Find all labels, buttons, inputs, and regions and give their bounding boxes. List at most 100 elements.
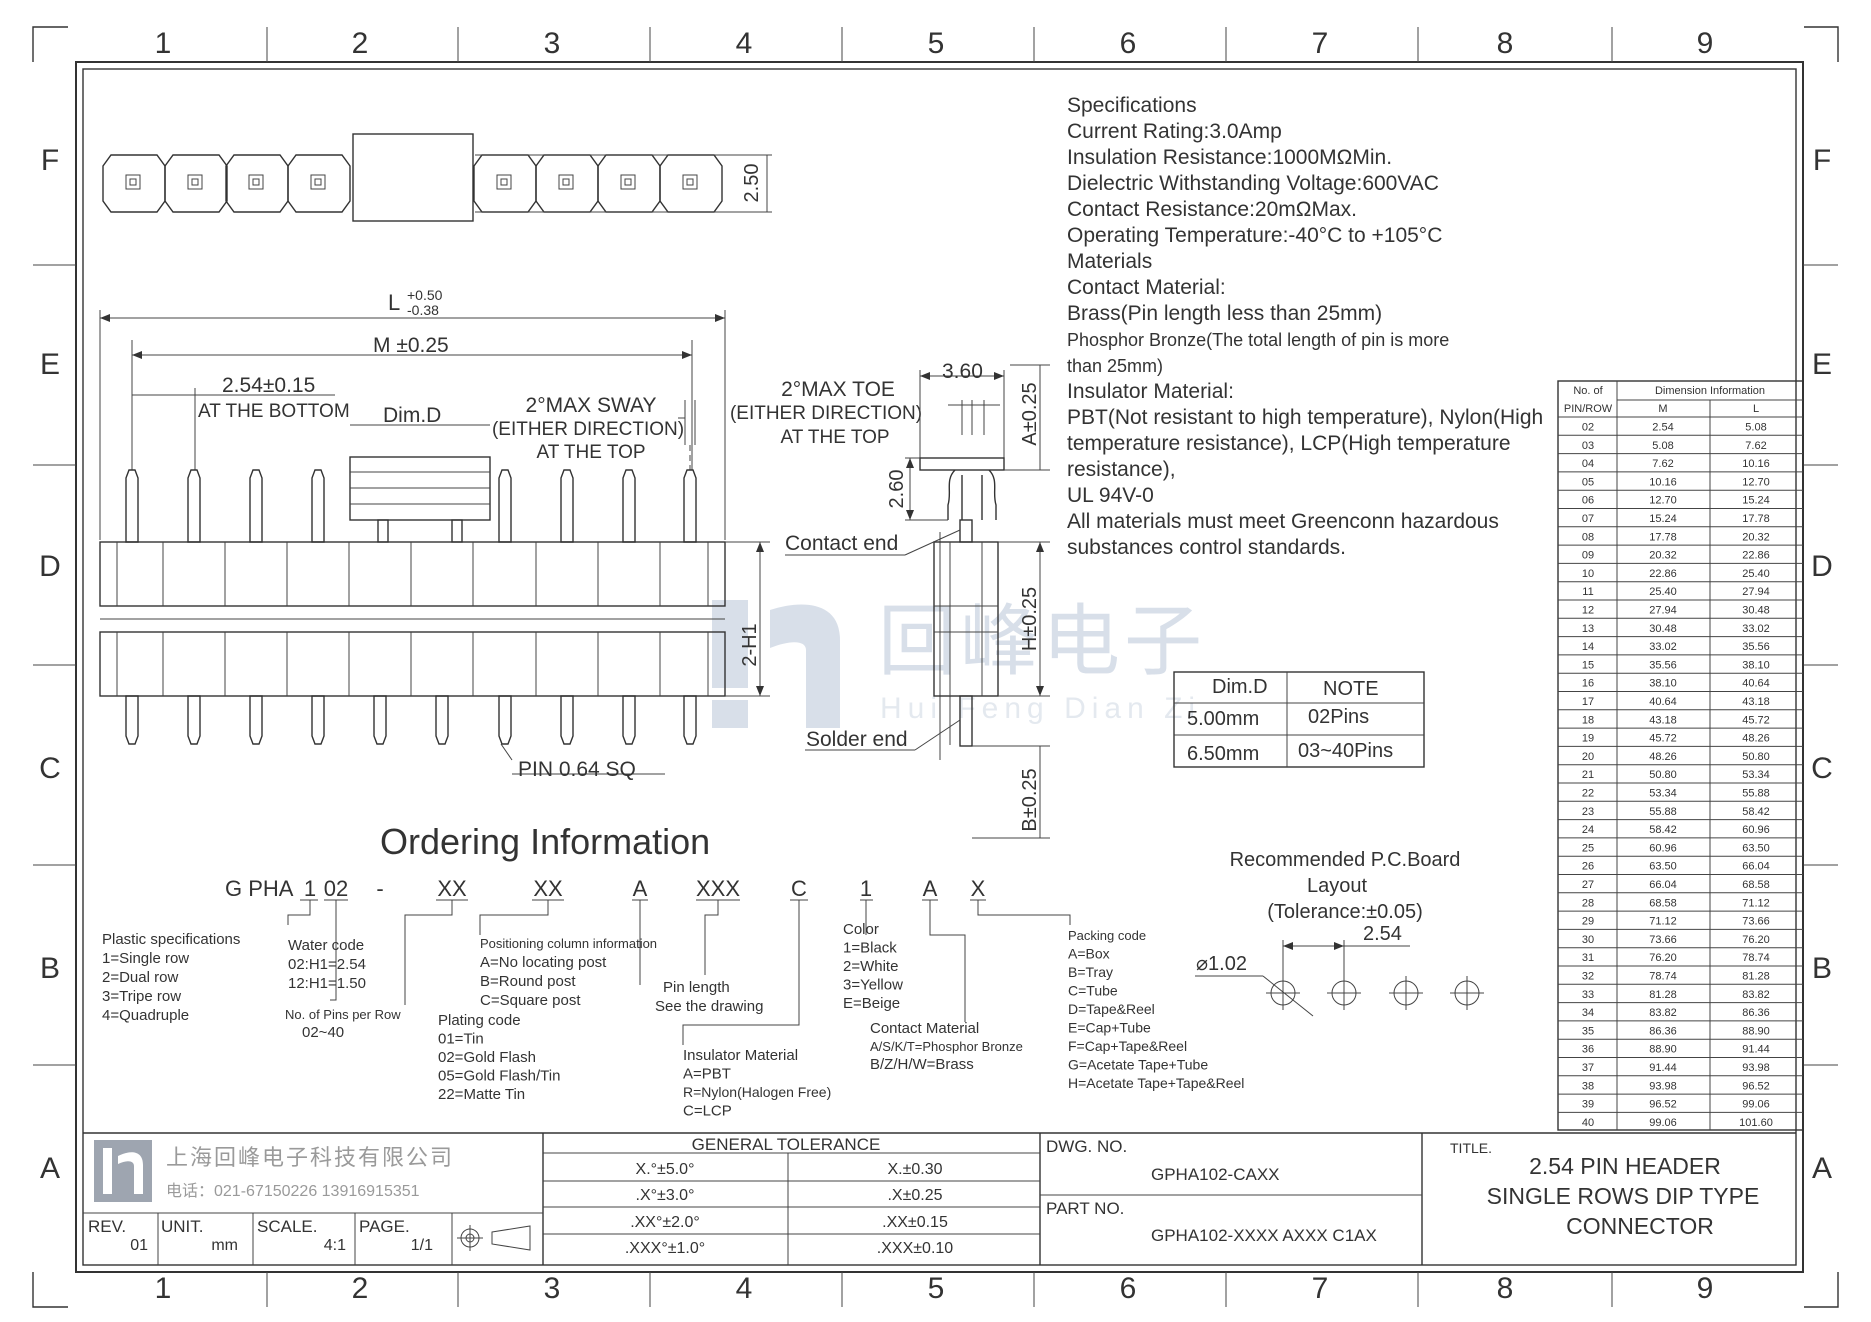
pcb-hole-dim: ⌀1.02 xyxy=(1196,953,1247,975)
zone-col-9: 9 xyxy=(1697,27,1714,60)
dim-table-cell: 50.80 xyxy=(1742,751,1770,763)
dim-table-cell: 02 xyxy=(1582,422,1594,434)
top-view-pin-cell xyxy=(102,154,166,213)
top-view: 2.50 xyxy=(102,133,772,222)
pcb-title-3: (Tolerance:±0.05) xyxy=(1267,901,1423,923)
top-view-pin-cell xyxy=(659,154,723,213)
zone-col-7: 7 xyxy=(1312,27,1329,60)
tolerance-cell: .XX°±2.0° xyxy=(630,1214,700,1231)
spec-line: than 25mm) xyxy=(1067,356,1163,376)
dim-table-cell: 43.18 xyxy=(1649,714,1677,726)
zone-row-B-right: B xyxy=(1812,952,1832,985)
dim-table-cell: 05 xyxy=(1582,476,1594,488)
ordering-line: No. of Pins per Row xyxy=(285,1007,401,1022)
dim-table-cell: 43.18 xyxy=(1742,696,1770,708)
spec-line: Materials xyxy=(1067,250,1152,273)
ordering-line: R=Nylon(Halogen Free) xyxy=(683,1084,831,1100)
tolerance-cell: .XX±0.15 xyxy=(882,1214,948,1231)
ordering-line: F=Cap+Tape&Reel xyxy=(1068,1038,1187,1054)
code-part: XXX xyxy=(696,876,740,901)
dim-table-cell: 15.24 xyxy=(1742,495,1770,507)
spec-line: Brass(Pin length less than 25mm) xyxy=(1067,302,1382,325)
zone-row-C: C xyxy=(39,752,61,785)
dim-table-cell: 33.02 xyxy=(1742,623,1770,635)
zone-row-A: A xyxy=(40,1152,60,1185)
toe-text-1: 2°MAX TOE xyxy=(781,378,895,401)
sway-text-1: 2°MAX SWAY xyxy=(526,394,657,417)
zone-labels: 1 2 3 4 5 6 7 8 9 1 2 3 4 5 6 7 8 9 F E … xyxy=(39,27,1833,1305)
front-view-pin xyxy=(435,695,449,745)
spec-line: All materials must meet Greenconn hazard… xyxy=(1067,510,1499,533)
zone-col-8: 8 xyxy=(1497,27,1514,60)
dim-table-cell: 53.34 xyxy=(1649,788,1677,800)
ordering-line: C=Tube xyxy=(1068,983,1118,999)
pcb-layout: Recommended P.C.Board Layout (Tolerance:… xyxy=(1195,849,1484,1017)
title-line-3: CONNECTOR xyxy=(1566,1213,1714,1239)
dim-table-cell: 12.70 xyxy=(1742,476,1770,488)
dim-table-cell: 91.44 xyxy=(1742,1044,1770,1056)
ordering-line: B=Round post xyxy=(480,973,576,990)
zone-col-5: 5 xyxy=(928,27,945,60)
ordering-line: 3=Tripe row xyxy=(102,988,181,1005)
dimd-table-header-1: Dim.D xyxy=(1212,676,1268,698)
dim-table-cell: 17.78 xyxy=(1649,531,1677,543)
ordering-line: A=PBT xyxy=(683,1066,731,1083)
code-part: C xyxy=(791,876,807,901)
code-part: 1 xyxy=(860,876,872,901)
tolerance-header: GENERAL TOLERANCE xyxy=(692,1135,881,1154)
dim-table-cell: 35 xyxy=(1582,1025,1594,1037)
dim-table-cell: 33 xyxy=(1582,989,1594,1001)
dim-table-cell: 20.32 xyxy=(1742,531,1770,543)
toe-text-2: (EITHER DIRECTION) xyxy=(730,403,922,424)
zone-col-5-bottom: 5 xyxy=(928,1272,945,1305)
dim-table-cell: 55.88 xyxy=(1742,788,1770,800)
ordering-line: C=Square post xyxy=(480,992,581,1009)
ordering-line: 02:H1=2.54 xyxy=(288,956,366,973)
dim-table-cell: 73.66 xyxy=(1649,934,1677,946)
dim-table-cell: 40 xyxy=(1582,1117,1594,1129)
zone-row-C-right: C xyxy=(1811,752,1833,785)
dim-table-cell: 45.72 xyxy=(1742,714,1770,726)
dim-table-cell: 32 xyxy=(1582,971,1594,983)
ordering-line: Pin length xyxy=(663,979,730,996)
dim-table-cell: 38 xyxy=(1582,1080,1594,1092)
ordering-line: 3=Yellow xyxy=(843,977,903,994)
ordering-line: Plastic specifications xyxy=(102,931,240,948)
pcb-title-2: Layout xyxy=(1307,875,1367,897)
h1-dim-label: 2-H1 xyxy=(739,623,761,666)
top-view-height-dim: 2.50 xyxy=(741,164,763,203)
rev-label: REV. xyxy=(88,1217,126,1236)
dim-table-cell: 35.56 xyxy=(1649,659,1677,671)
scale-label: SCALE. xyxy=(257,1217,317,1236)
dim-table-cell: 76.20 xyxy=(1649,952,1677,964)
watermark-logo xyxy=(712,600,840,728)
code-part: A xyxy=(923,876,938,901)
company-name: 上海回峰电子科技有限公司 xyxy=(166,1145,454,1170)
dim-table-pinrow-header: PIN/ROW xyxy=(1564,403,1613,415)
projection-symbol xyxy=(457,1225,531,1251)
ordering-line: 1=Single row xyxy=(102,950,189,967)
dim-table-cell: 39 xyxy=(1582,1099,1594,1111)
ordering-packing-code: Packing codeA=BoxB=TrayC=TubeD=Tape&Reel… xyxy=(1068,928,1244,1091)
top-view-pin-cell xyxy=(597,154,661,213)
company-phone: 电话：021-67150226 13916915351 xyxy=(166,1182,420,1200)
ordering-line: Packing code xyxy=(1068,928,1146,943)
